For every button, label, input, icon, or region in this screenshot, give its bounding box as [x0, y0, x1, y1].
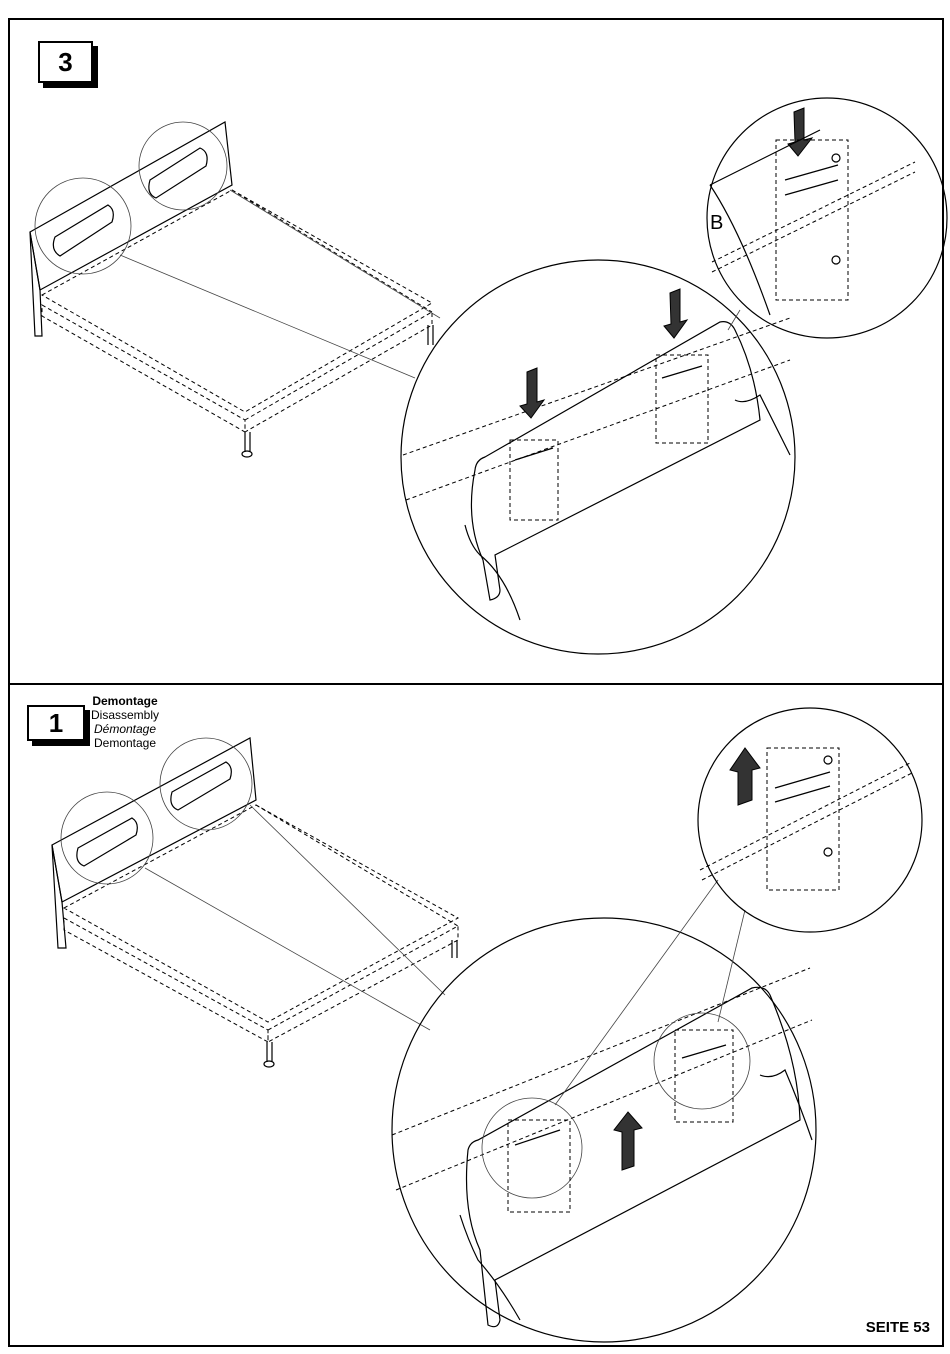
bracket-icon	[698, 708, 922, 932]
magnifier-circle-icon	[401, 260, 795, 654]
hand-icon	[460, 1070, 812, 1320]
magnifier-circle-icon	[392, 918, 816, 1342]
bed-frame-icon	[52, 738, 458, 1067]
headboard-cushion-icon	[35, 122, 227, 274]
hand-icon	[465, 395, 790, 620]
bracket-icon	[707, 98, 947, 338]
bed-frame-icon	[30, 122, 433, 457]
headboard-cushion-icon	[61, 738, 252, 884]
